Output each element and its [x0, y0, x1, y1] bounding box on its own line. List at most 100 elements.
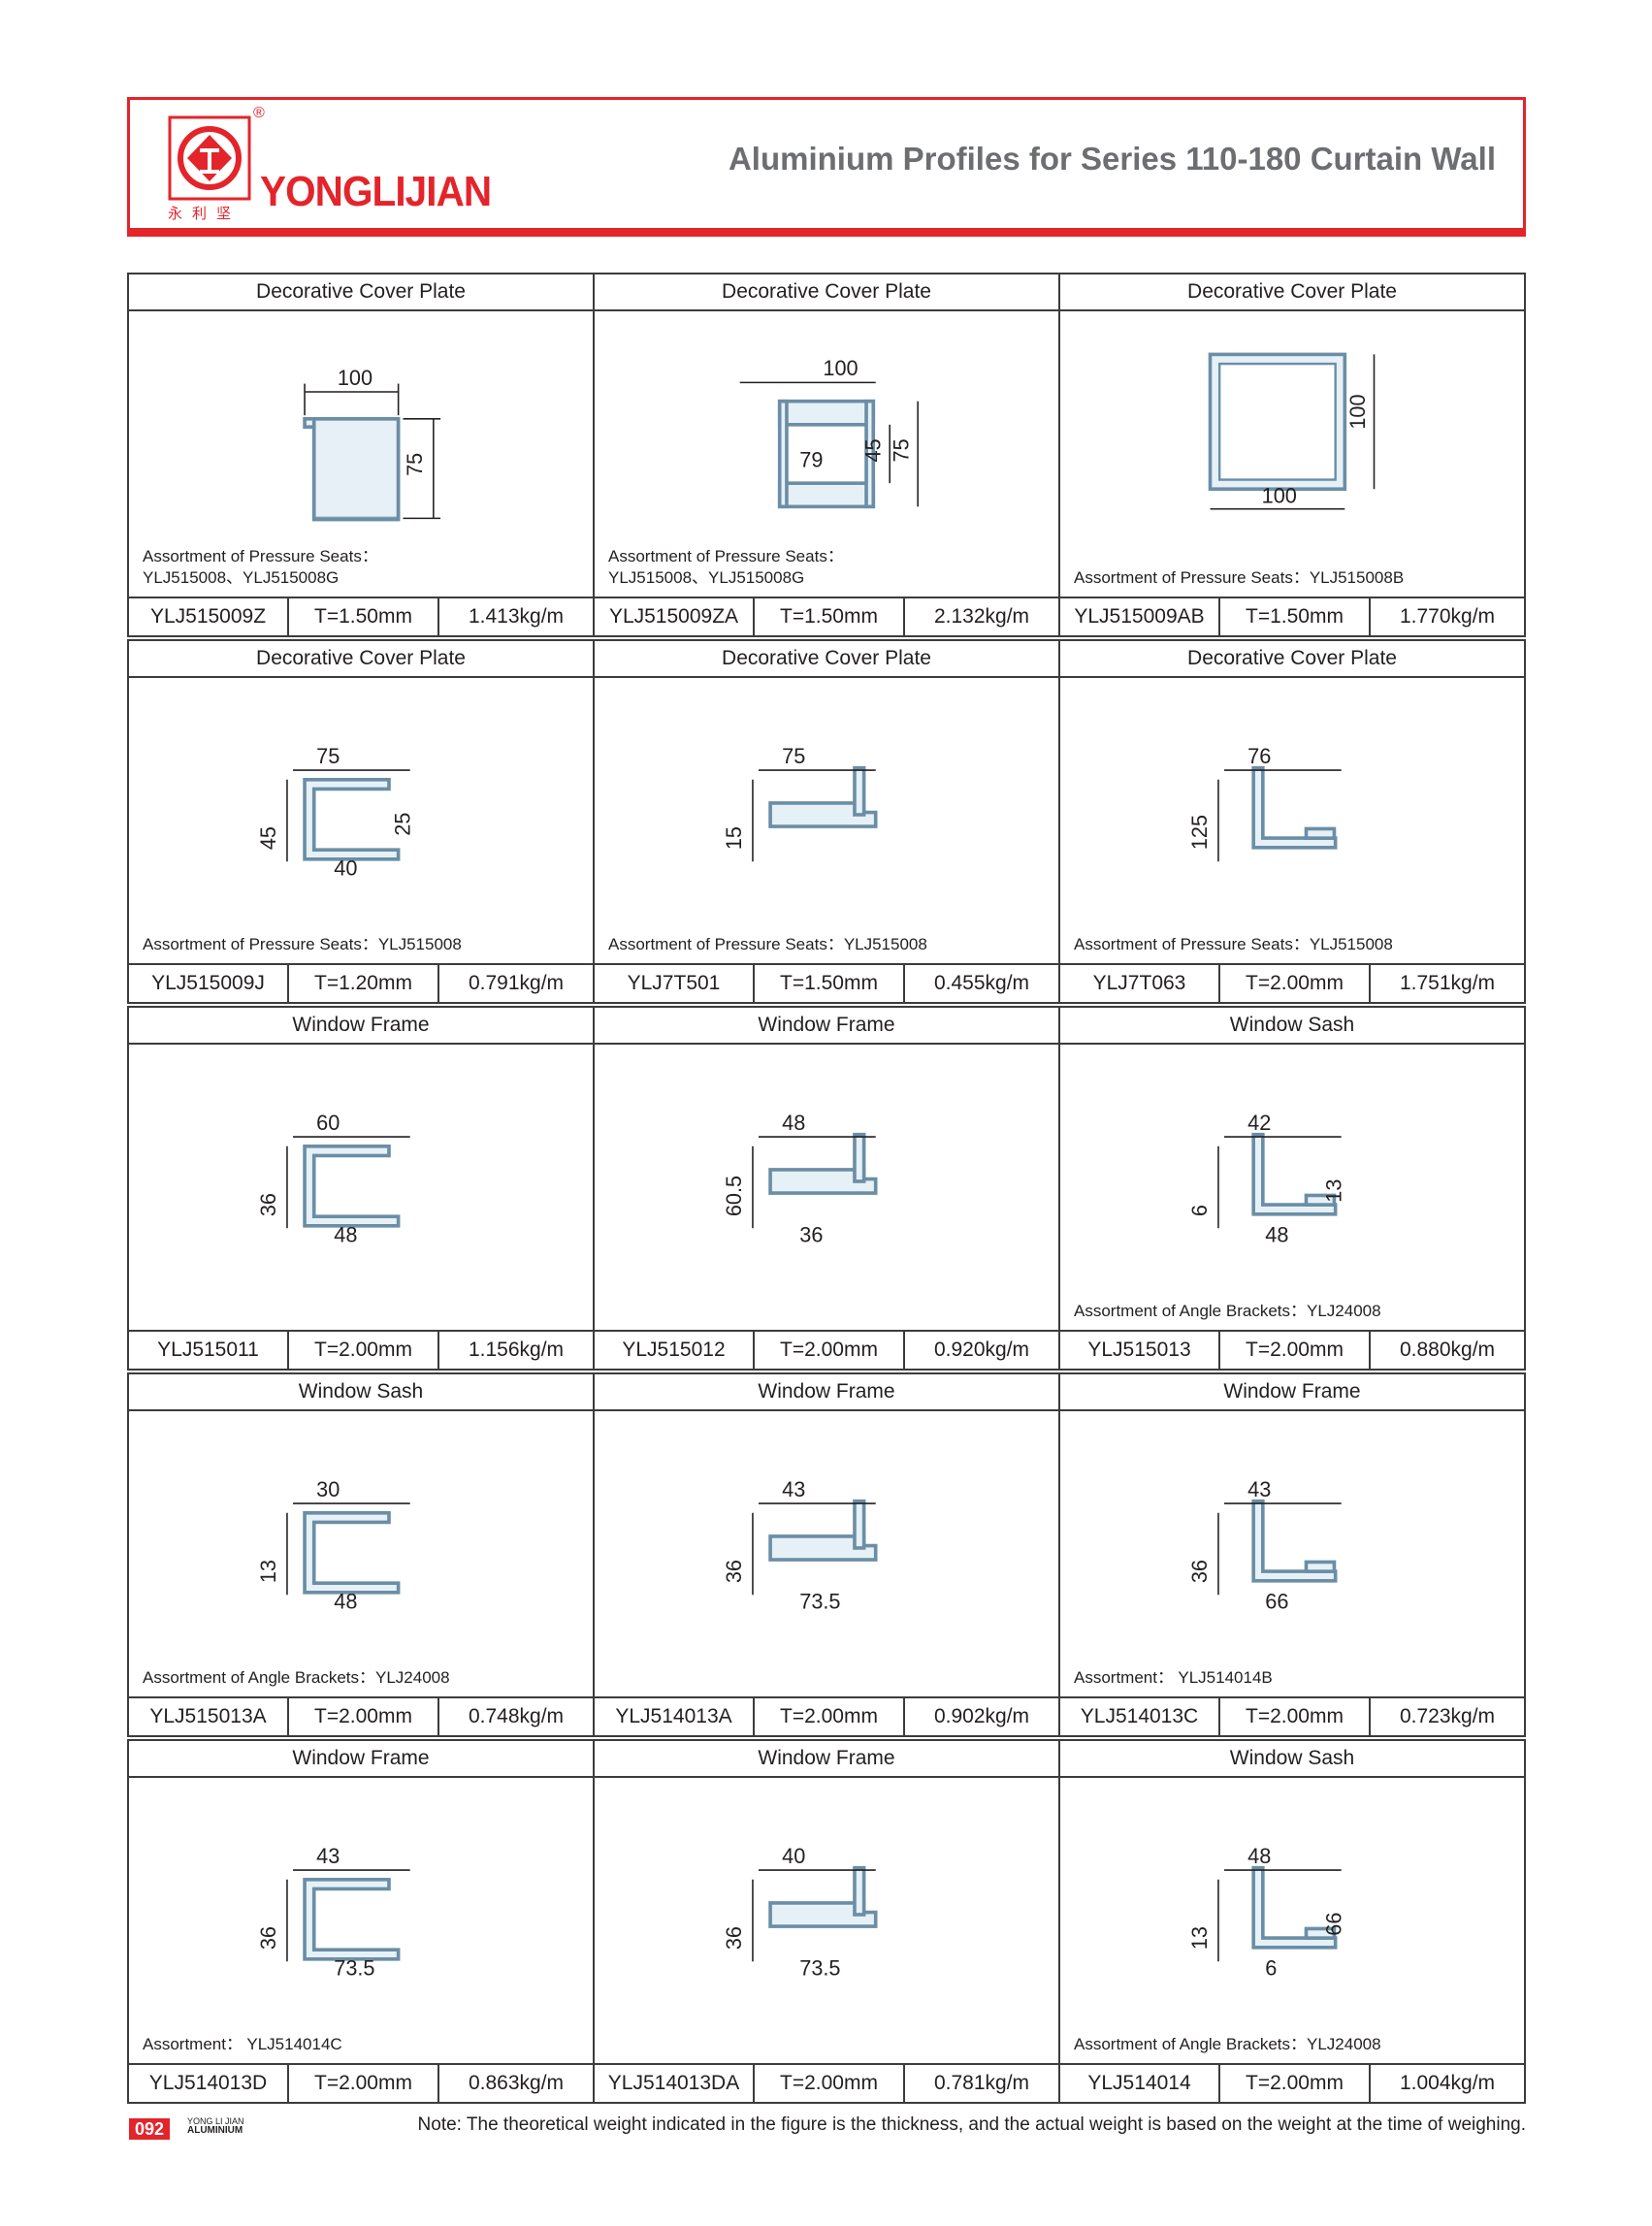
profile-thickness: T=2.00mm	[1220, 2065, 1371, 2102]
profile-title: Window Frame	[595, 1741, 1058, 1778]
profile-spec-row: YLJ7T501 T=1.50mm 0.455kg/m	[595, 963, 1058, 1002]
profile-spec-row: YLJ514013DA T=2.00mm 0.781kg/m	[595, 2063, 1058, 2102]
dim-label: 42	[1247, 1111, 1271, 1135]
footer-brand-line1: YONG LI JIAN	[187, 2116, 244, 2126]
dim-label: 36	[256, 1926, 280, 1950]
assortment-note: Assortment of Pressure Seats： YLJ515008、…	[608, 547, 844, 587]
assortment-note: Assortment of Pressure Seats： YLJ515008、…	[143, 547, 378, 587]
dim-label: 60	[316, 1111, 340, 1135]
assortment-note: Assortment of Angle Brackets：YLJ24008	[1074, 2035, 1381, 2053]
profile-weight: 1.770kg/m	[1399, 605, 1496, 628]
profile-code: YLJ515009J	[129, 965, 289, 1002]
dim-label: 43	[782, 1477, 805, 1501]
profile-code: YLJ514013DA	[595, 2065, 755, 2102]
dim-label: 48	[782, 1111, 805, 1135]
brand-name: YONGLIJIAN	[260, 168, 492, 215]
profile-drawing-area: 100 100 Assortment of Pressure Seats：YLJ…	[1060, 311, 1524, 597]
profile-weight: 0.863kg/m	[468, 2072, 565, 2094]
dim-label: 36	[1187, 1560, 1212, 1583]
dim-label: 13	[256, 1560, 280, 1583]
dim-label: 6	[1265, 1956, 1277, 1981]
profile-code: YLJ515009ZA	[595, 598, 755, 635]
assortment-note: Assortment： YLJ514014C	[143, 2035, 342, 2053]
page-footer: 092 YONG LI JIAN ALUMINIUM Note: The the…	[127, 2114, 1526, 2144]
profile-weight: 1.751kg/m	[1399, 972, 1496, 994]
assortment-note: Assortment of Pressure Seats：YLJ515008	[608, 935, 927, 953]
dim-label: 30	[316, 1477, 340, 1501]
dim-label: 40	[782, 1844, 805, 1868]
profile-title: Decorative Cover Plate	[1060, 641, 1524, 678]
profile-spec-row: YLJ514014 T=2.00mm 1.004kg/m	[1060, 2063, 1524, 2102]
profile-weight: 0.723kg/m	[1399, 1705, 1496, 1727]
dim-label: 45	[861, 438, 886, 462]
yonglijian-logo-icon	[168, 115, 251, 201]
profile-title: Window Sash	[1060, 1008, 1524, 1045]
assortment-note: Assortment of Angle Brackets：YLJ24008	[143, 1668, 450, 1687]
dim-label: 73.5	[799, 1590, 840, 1614]
profile-code: YLJ515013	[1060, 1332, 1220, 1369]
profile-thickness: T=1.50mm	[755, 598, 905, 635]
profile-title: Window Frame	[595, 1374, 1058, 1411]
dim-label: 25	[391, 813, 415, 836]
dim-label: 6	[1187, 1205, 1212, 1216]
dim-label: 48	[1247, 1844, 1271, 1868]
profile-spec-row: YLJ514013D T=2.00mm 0.863kg/m	[129, 2063, 593, 2102]
profile-catalog-grid: Decorative Cover Plate 100 75 Assortment…	[127, 273, 1526, 2104]
profile-thickness: T=2.00mm	[289, 1332, 439, 1369]
profile-title: Window Frame	[1060, 1374, 1524, 1411]
dim-label: 79	[799, 447, 823, 471]
dim-label: 66	[1322, 1913, 1346, 1936]
brand-chinese-name: 永利坚	[168, 205, 242, 222]
profile-thickness: T=2.00mm	[755, 1698, 905, 1735]
profile-code: YLJ514013A	[595, 1698, 755, 1735]
profile-thickness: T=1.50mm	[1220, 598, 1371, 635]
dim-label: 75	[316, 744, 340, 768]
profile-code: YLJ514013D	[129, 2065, 289, 2102]
dim-label: 60.5	[722, 1176, 746, 1216]
dim-label: 100	[1262, 484, 1297, 508]
profile-code: YLJ7T063	[1060, 965, 1220, 1002]
assortment-note: Assortment of Angle Brackets：YLJ24008	[1074, 1302, 1381, 1320]
profile-spec-row: YLJ515011 T=2.00mm 1.156kg/m	[129, 1330, 593, 1369]
profile-code: YLJ515009Z	[129, 598, 289, 635]
dim-label: 75	[889, 438, 913, 462]
profile-weight: 0.455kg/m	[933, 972, 1030, 994]
assortment-note: Assortment of Pressure Seats：YLJ515008B	[1074, 568, 1405, 587]
profile-title: Decorative Cover Plate	[595, 641, 1058, 678]
profile-weight: 1.004kg/m	[1399, 2072, 1496, 2094]
dim-label: 36	[256, 1193, 280, 1216]
profile-thickness: T=1.50mm	[755, 965, 905, 1002]
profile-weight: 0.880kg/m	[1399, 1339, 1496, 1361]
profile-title: Window Sash	[129, 1374, 593, 1411]
dim-label: 40	[334, 856, 357, 881]
profile-weight: 2.132kg/m	[933, 605, 1030, 628]
profile-spec-row: YLJ7T063 T=2.00mm 1.751kg/m	[1060, 963, 1524, 1002]
dim-label: 36	[722, 1926, 746, 1950]
profile-spec-row: YLJ515013 T=2.00mm 0.880kg/m	[1060, 1330, 1524, 1369]
dim-label: 43	[316, 1844, 340, 1868]
profile-title: Window Frame	[129, 1741, 593, 1778]
dim-label: 125	[1187, 815, 1212, 850]
profile-thickness: T=2.00mm	[1220, 965, 1371, 1002]
profile-card: Decorative Cover Plate 100 79 45 75 Asso…	[595, 274, 1060, 635]
profile-drawing: 100 79 45 75	[739, 356, 919, 509]
profile-drawing-area: 100 75 Assortment of Pressure Seats： YLJ…	[129, 311, 593, 597]
assortment-note: Assortment of Pressure Seats：YLJ515008	[143, 935, 462, 953]
dim-label: 43	[1247, 1477, 1271, 1501]
